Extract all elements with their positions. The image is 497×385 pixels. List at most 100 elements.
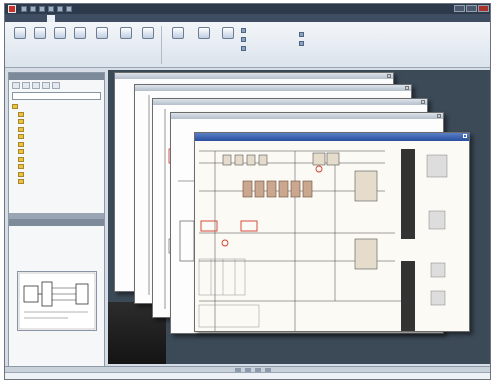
tree-drawing-item[interactable] (12, 111, 101, 119)
new-drawing-icon (53, 27, 66, 39)
app-menu-icon[interactable] (8, 5, 16, 13)
ribbon-button[interactable] (31, 27, 48, 41)
drawing-icon (18, 164, 24, 169)
ribbon-button[interactable] (169, 27, 186, 41)
qa-redo-icon[interactable] (57, 6, 63, 12)
ribbon-small-button[interactable] (299, 41, 355, 47)
tree-drawing-item[interactable] (12, 126, 101, 134)
refresh-icon[interactable] (42, 82, 50, 89)
report-icon (241, 28, 246, 33)
ribbon-tab[interactable] (125, 15, 133, 22)
tree-drawing-item[interactable] (12, 141, 101, 149)
application-window (4, 3, 491, 380)
project-manager-icon (13, 27, 26, 39)
close-icon[interactable] (405, 86, 409, 90)
properties-icon (95, 27, 108, 39)
tree-other-item[interactable] (12, 193, 101, 201)
grid-icon[interactable] (245, 368, 251, 372)
title-block-icon (141, 27, 154, 39)
ribbon-small-button[interactable] (241, 37, 297, 43)
qa-new-icon[interactable] (21, 6, 27, 12)
folder-icon (12, 104, 18, 109)
ribbon-tab[interactable] (100, 15, 108, 22)
ribbon-small-button[interactable] (299, 32, 355, 38)
ribbon-small-button[interactable] (241, 46, 297, 52)
project-tree (12, 103, 101, 201)
tree-drawing-item[interactable] (12, 118, 101, 126)
drawing-icon (18, 171, 24, 177)
close-icon[interactable] (387, 74, 391, 78)
tree-drawing-item[interactable] (12, 148, 101, 156)
wire-lines (199, 150, 405, 331)
ribbon-button[interactable] (117, 27, 134, 41)
close-icon[interactable] (437, 114, 441, 118)
palette-splitter[interactable] (9, 213, 104, 219)
relay-coils (242, 180, 313, 198)
ribbon-panel (5, 22, 490, 68)
tree-project-node[interactable] (12, 103, 101, 111)
ribbon-tab-active[interactable] (47, 15, 55, 22)
ribbon-button[interactable] (71, 27, 88, 41)
project-properties-icon[interactable] (52, 82, 60, 89)
close-button[interactable] (478, 5, 489, 12)
symbol-icon (299, 32, 304, 37)
ortho-icon[interactable] (255, 368, 261, 372)
qa-open-icon[interactable] (30, 6, 36, 12)
tree-drawing-item[interactable] (12, 178, 101, 186)
close-icon[interactable] (421, 100, 425, 104)
ribbon-tab[interactable] (155, 15, 163, 22)
highlighted-components (200, 165, 323, 247)
ribbon-tab[interactable] (73, 15, 81, 22)
new-project-icon[interactable] (22, 82, 30, 89)
drawing-icon (18, 134, 24, 139)
drawing-area[interactable] (108, 70, 490, 364)
active-drawing-window[interactable] (194, 132, 470, 332)
ribbon-button[interactable] (195, 27, 212, 41)
ribbon-tab-bar (5, 14, 490, 22)
ribbon-tab[interactable] (201, 15, 209, 22)
schematic-canvas[interactable] (195, 141, 469, 331)
qa-plot-icon[interactable] (66, 6, 72, 12)
status-bar (5, 366, 490, 372)
ribbon-button[interactable] (51, 27, 68, 41)
drawing-icon (18, 111, 24, 117)
ribbon-button[interactable] (219, 27, 236, 41)
tree-drawing-item[interactable] (12, 163, 101, 171)
device-symbols (222, 152, 378, 270)
update-icon (119, 27, 132, 39)
terminal-blocks (426, 154, 448, 306)
tree-other-item[interactable] (12, 186, 101, 194)
ribbon-button[interactable] (139, 27, 156, 41)
drawing-icon (18, 119, 24, 124)
maximize-button[interactable] (466, 5, 477, 12)
ribbon-button[interactable] (11, 27, 28, 41)
qa-undo-icon[interactable] (48, 6, 54, 12)
snap-icon[interactable] (235, 368, 241, 372)
ribbon-button[interactable] (93, 27, 110, 41)
project-select[interactable] (12, 92, 101, 100)
tree-drawing-item[interactable] (12, 133, 101, 141)
polar-icon[interactable] (265, 368, 271, 372)
open-icon (33, 27, 46, 39)
qa-save-icon[interactable] (39, 6, 45, 12)
ribbon-separator (161, 26, 162, 64)
ribbon-small-button[interactable] (241, 28, 297, 34)
tree-drawing-item[interactable] (12, 156, 101, 164)
ui-icon (73, 27, 86, 39)
drawing-icon (18, 141, 24, 147)
close-icon[interactable] (463, 134, 467, 138)
bottom-grid (198, 258, 260, 328)
ribbon-tab[interactable] (23, 15, 31, 22)
drawing-icon (18, 179, 24, 184)
component-icon (241, 37, 246, 42)
library-icon (299, 41, 304, 46)
wire-icon (241, 46, 246, 51)
drawing-icon (18, 156, 24, 162)
command-line[interactable] (5, 372, 490, 379)
minimize-button[interactable] (454, 5, 465, 12)
insert-icon (171, 27, 184, 39)
preview-thumbnail (18, 272, 96, 330)
open-project-icon[interactable] (12, 82, 20, 89)
new-drawing-icon[interactable] (32, 82, 40, 89)
tree-drawing-item[interactable] (12, 171, 101, 179)
